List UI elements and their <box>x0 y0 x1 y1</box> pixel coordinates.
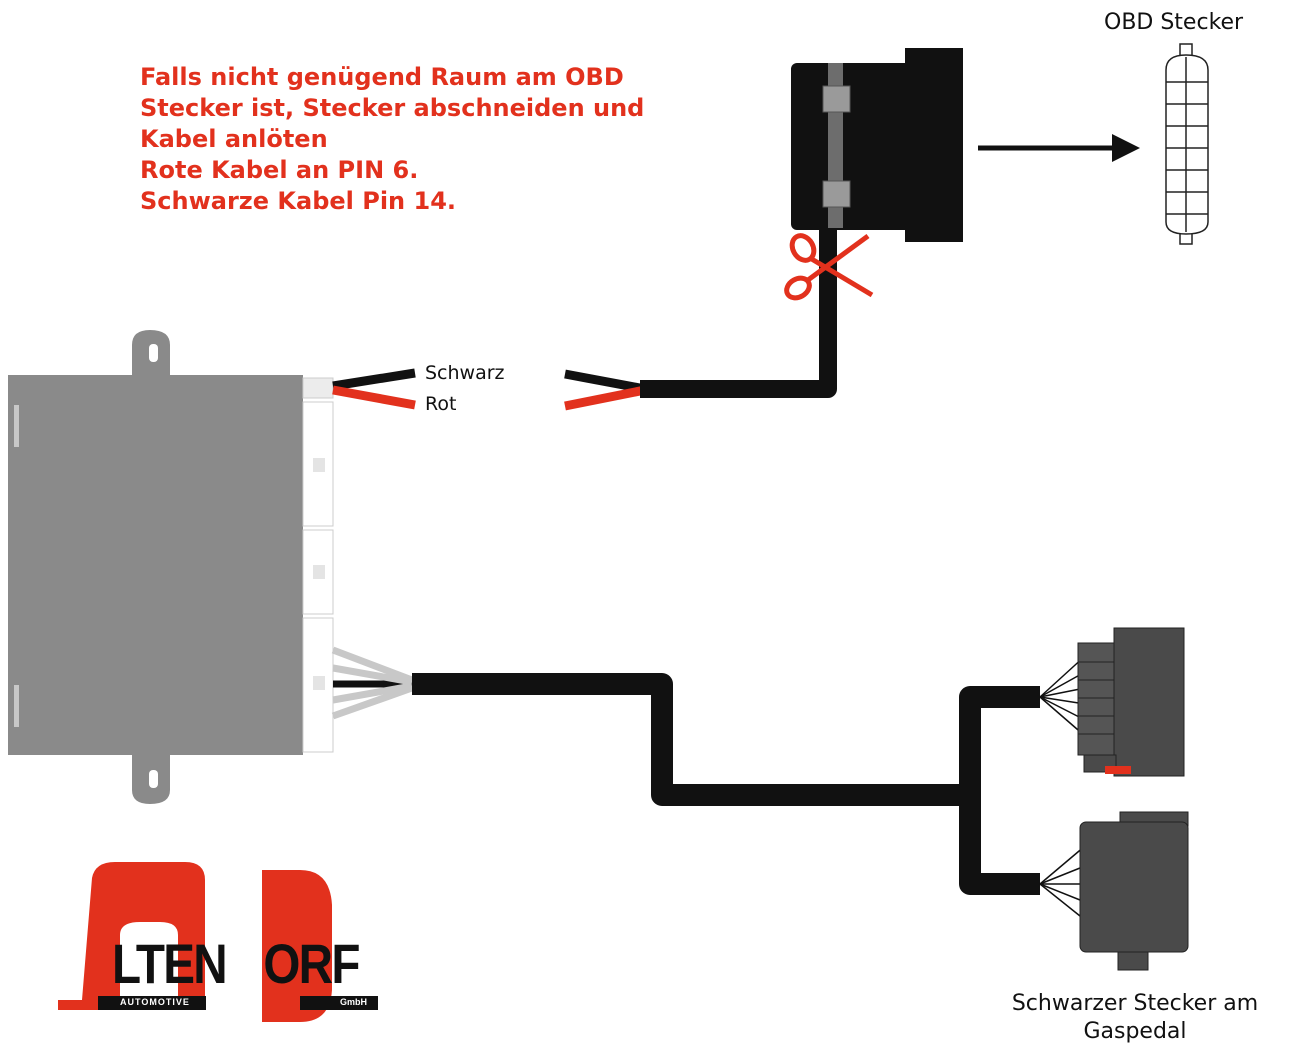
pedal-connector-upper <box>1077 627 1185 777</box>
scissors-icon <box>784 233 874 301</box>
module-wire-stubs <box>332 368 416 410</box>
pedal-plug-label-line1: Schwarzer Stecker am <box>1011 991 1259 1016</box>
note-line: Schwarze Kabel Pin 14. <box>140 187 457 215</box>
logo-sub-left: AUTOMOTIVE <box>120 997 190 1007</box>
obd-plug-pinout <box>1165 43 1209 245</box>
note-line: Stecker ist, Stecker abschneiden und <box>140 94 645 122</box>
pedal-plug-label: Schwarzer Stecker am Gaspedal <box>975 990 1290 1046</box>
pedal-cable <box>331 646 1040 895</box>
obd-connector <box>791 48 963 242</box>
control-module <box>8 330 334 804</box>
logo-sub-right: GmbH <box>340 997 367 1007</box>
pedal-connector-lower <box>1079 811 1189 971</box>
arrow-right-icon <box>978 134 1140 162</box>
warning-note: Falls nicht genügend Raum am OBD Stecker… <box>140 62 740 217</box>
note-line: Falls nicht genügend Raum am OBD <box>140 63 624 91</box>
red-wire-label: Rot <box>425 393 457 415</box>
logo-text-right: ORF <box>263 932 360 995</box>
note-line: Kabel anlöten <box>140 125 328 153</box>
note-line: Rote Kabel an PIN 6. <box>140 156 419 184</box>
obd-plug-label: OBD Stecker <box>1104 10 1244 35</box>
pedal-plug-label-line2: Gaspedal <box>1083 1019 1187 1044</box>
obd-cable <box>564 230 837 411</box>
module-body <box>8 375 303 755</box>
logo-text-left: LTEN <box>112 932 228 995</box>
black-wire-label: Schwarz <box>425 362 505 384</box>
altendorf-logo <box>58 862 378 1022</box>
logo-text: LTEN ORF <box>112 932 360 995</box>
